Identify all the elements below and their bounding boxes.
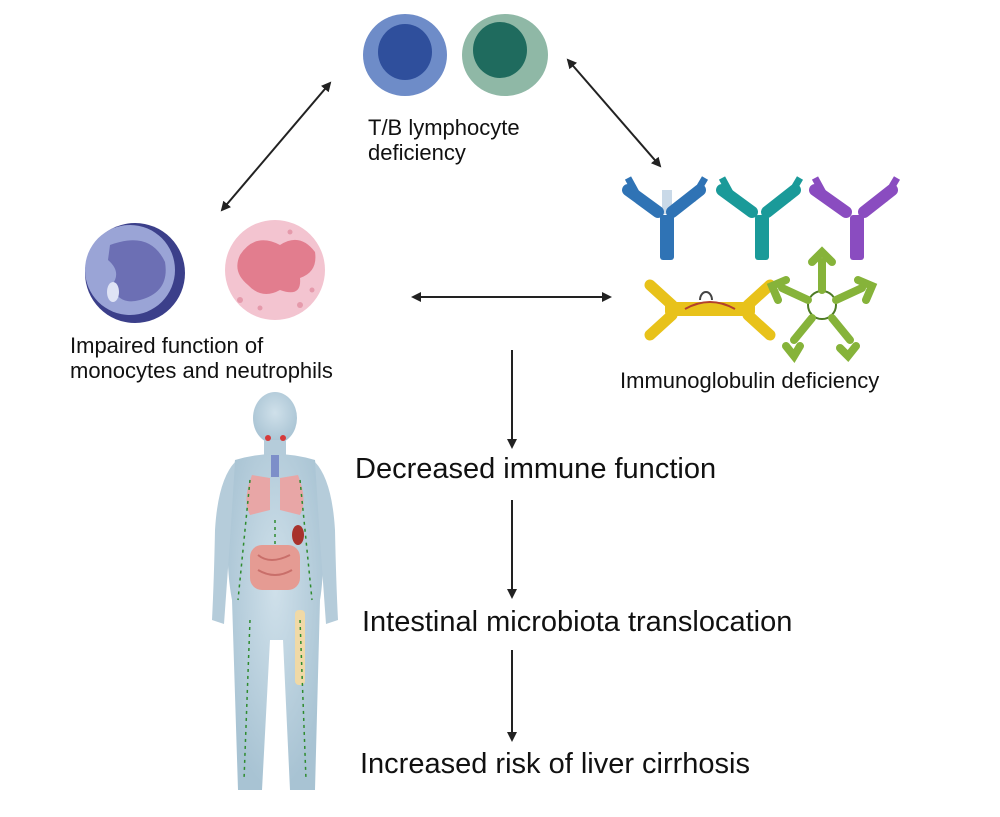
neutrophil-icon — [225, 220, 325, 320]
lymphocyte-label-line2: deficiency — [368, 140, 466, 166]
t-lymphocyte-icon — [462, 14, 548, 96]
flow-step-microbiota-translocation: Intestinal microbiota translocation — [362, 606, 793, 638]
arrow-lymphocyte-monocyte — [220, 81, 332, 212]
monocyte-label: Impaired function of monocytes and neutr… — [70, 333, 333, 384]
antibody-teal-icon — [716, 176, 804, 260]
flow-step-decreased-immune-function: Decreased immune function — [355, 453, 717, 485]
immunoglobulin-label: Immunoglobulin deficiency — [620, 368, 880, 393]
b-lymphocyte-icon — [363, 14, 447, 96]
arrow-lymphocyte-immunoglobulin — [566, 58, 662, 168]
monocyte-label-line1: Impaired function of — [70, 333, 264, 358]
antibody-blue-icon — [622, 176, 709, 260]
flow-step-liver-cirrhosis-risk: Increased risk of liver cirrhosis — [360, 748, 750, 780]
lymphocyte-label: T/B lymphocyte deficiency — [368, 115, 520, 166]
monocyte-label-line2: monocytes and neutrophils — [70, 358, 333, 384]
human-body-icon — [212, 392, 338, 790]
monocyte-icon — [85, 223, 185, 323]
antibody-dimer-icon — [644, 279, 776, 341]
antibody-pentamer-icon — [766, 246, 878, 363]
antibody-purple-icon — [809, 176, 901, 260]
lymphocyte-label-line1: T/B lymphocyte — [368, 115, 520, 140]
